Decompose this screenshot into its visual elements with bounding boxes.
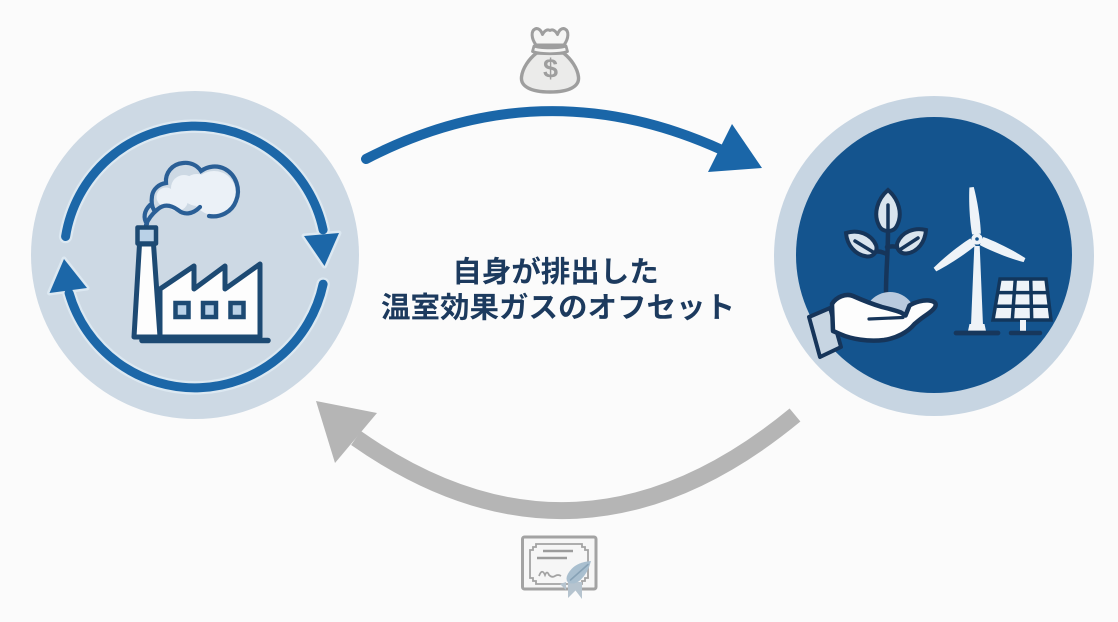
svg-text:$: $ bbox=[543, 54, 558, 84]
